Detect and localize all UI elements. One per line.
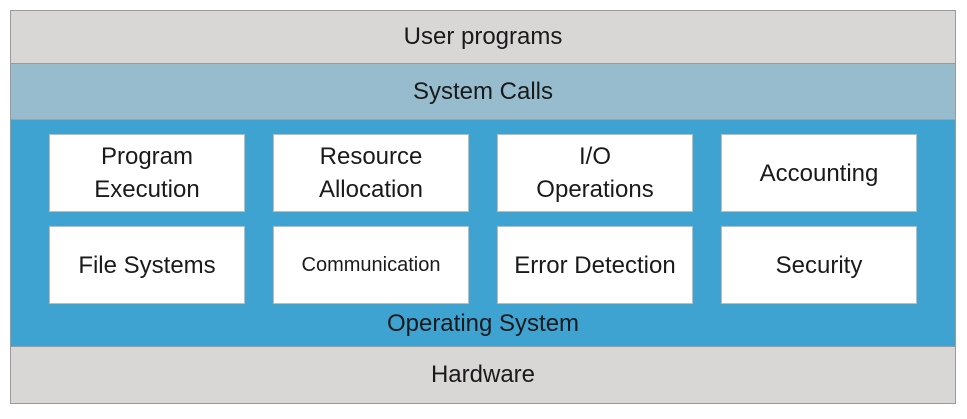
system-calls-label: System Calls bbox=[412, 77, 554, 105]
service-error-detection: Error Detection bbox=[497, 226, 693, 304]
user-programs-label: User programs bbox=[403, 23, 563, 50]
service-resource-allocation: Resource Allocation bbox=[273, 134, 469, 212]
operating-system-label: Operating System bbox=[386, 310, 580, 337]
service-accounting: Accounting bbox=[721, 134, 917, 212]
os-services-grid: Program Execution Resource Allocation I/… bbox=[49, 134, 918, 304]
service-security: Security bbox=[721, 226, 917, 304]
service-program-execution: Program Execution bbox=[49, 134, 245, 212]
user-programs-layer: User programs bbox=[11, 11, 955, 64]
hardware-label: Hardware bbox=[430, 361, 536, 388]
service-io-operations: I/O Operations bbox=[497, 134, 693, 212]
service-communication: Communication bbox=[273, 226, 469, 304]
system-calls-layer: System Calls bbox=[11, 64, 955, 120]
diagram-frame bbox=[10, 10, 956, 404]
hardware-layer: Hardware bbox=[11, 346, 955, 403]
operating-system-layer: Program Execution Resource Allocation I/… bbox=[11, 120, 955, 346]
service-file-systems: File Systems bbox=[49, 226, 245, 304]
